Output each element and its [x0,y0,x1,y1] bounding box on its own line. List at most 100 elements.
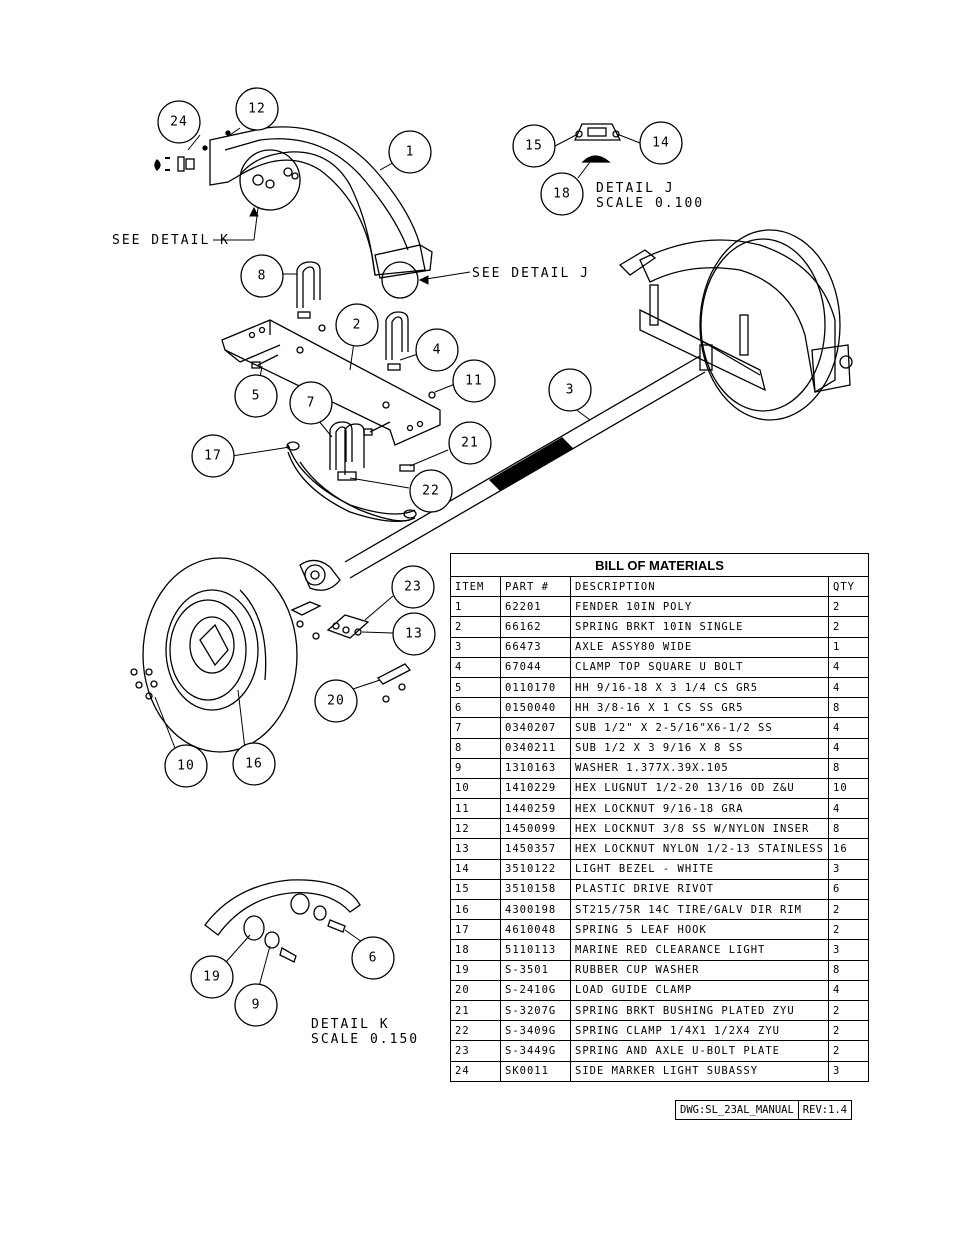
balloon-number: 17 [204,449,222,464]
balloon-circle [388,130,432,174]
bom-item: 15 [450,878,501,901]
balloon-number: 23 [404,580,422,595]
bom-qty: 4 [827,979,870,1001]
see-detail-k-label: SEE DETAIL K [112,233,230,248]
detail-j-scale: SCALE 0.100 [596,196,704,211]
balloon-number: 15 [525,139,543,154]
bom-part-number: 1440259 [500,798,571,820]
right-wheel-assembly [618,229,853,421]
balloon-18: 18 [540,172,584,216]
bom-item: 13 [450,838,501,860]
bom-item: 5 [450,676,501,699]
balloon-circle [540,172,584,216]
title-block: DWG:SL_23AL_MANUAL REV:1.4 [675,1100,853,1120]
balloon-number: 19 [203,970,221,985]
bom-item: 20 [450,979,501,1001]
balloon-circle [452,359,496,403]
bom-qty: 8 [827,818,870,840]
bom-title: BILL OF MATERIALS [449,553,870,577]
balloon-20: 20 [314,679,358,723]
balloon-circle [191,434,235,478]
balloon-circle [409,469,453,513]
balloon-circle [289,381,333,425]
balloon-11: 11 [452,359,496,403]
bom-qty: 8 [827,959,870,981]
u-bolts [296,261,436,475]
bom-item: 12 [450,818,501,840]
axle-tube [299,355,706,591]
bom-part-number: 3510122 [500,858,571,880]
drawing-number: DWG:SL_23AL_MANUAL [680,1104,794,1116]
bom-qty: 16 [827,838,870,860]
bom-qty: 3 [827,858,870,880]
balloon-22: 22 [409,469,453,513]
lug-nuts [130,668,158,700]
bom-description: SPRING 5 LEAF HOOK [570,919,829,941]
bom-header-description: DESCRIPTION [570,575,829,598]
balloon-number: 6 [369,951,378,966]
balloon-circle [351,936,395,980]
bom-part-number: 0340211 [500,737,571,759]
detail-k-title: DETAIL K [311,1017,390,1032]
bom-item: 17 [450,919,501,941]
bom-qty: 4 [827,656,870,678]
detail-j-title: DETAIL J [596,181,675,196]
balloon-number: 1 [406,145,415,160]
bom-description: PLASTIC DRIVE RIVOT [570,878,829,901]
bom-description: SIDE MARKER LIGHT SUBASSY [570,1060,829,1082]
bom-description: HEX LUGNUT 1/2-20 13/16 OD Z&U [570,777,829,800]
bom-item: 16 [450,898,501,921]
balloon-number: 5 [252,389,261,404]
balloon-6: 6 [351,936,395,980]
bom-qty: 2 [827,596,870,618]
balloon-circle [335,303,379,347]
bom-item: 6 [450,697,501,719]
balloon-23: 23 [391,565,435,609]
balloon-number: 4 [433,343,442,358]
balloon-circle [235,87,279,131]
bolts [251,354,415,472]
bom-description: WASHER 1.377X.39X.105 [570,757,829,779]
bom-qty: 4 [827,717,870,739]
revision: REV:1.4 [797,1101,851,1119]
balloon-number: 22 [422,484,440,499]
balloon-circle [240,254,284,298]
bom-part-number: S-3501 [500,959,571,981]
balloon-7: 7 [289,381,333,425]
bom-item: 18 [450,939,501,961]
balloon-circle [232,742,276,786]
balloon-3: 3 [548,368,592,412]
bom-description: HEX LOCKNUT 9/16-18 GRA [570,798,829,820]
axle-plate [290,601,370,640]
leaf-spring [286,441,417,522]
bom-item: 11 [450,798,501,820]
bom-part-number: S-3207G [500,999,571,1022]
bom-part-number: S-2410G [500,979,571,1001]
bom-description: SPRING AND AXLE U-BOLT PLATE [570,1040,829,1062]
balloon-15: 15 [512,124,556,168]
bom-qty: 2 [827,616,870,638]
bom-qty: 1 [827,636,870,658]
bom-item: 19 [450,959,501,981]
balloon-circle [314,679,358,723]
bom-qty: 2 [827,1020,870,1042]
balloon-circle [164,744,208,788]
balloon-number: 16 [245,757,263,772]
bom-part-number: S-3409G [500,1020,571,1042]
